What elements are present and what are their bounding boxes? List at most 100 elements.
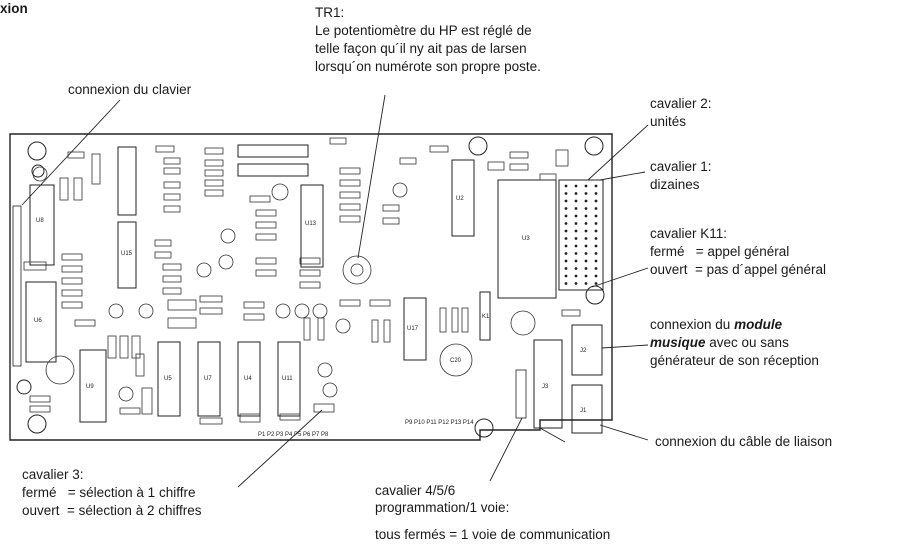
clavier-label: connexion du clavier — [68, 82, 192, 97]
jumper-pin — [594, 259, 598, 263]
leader-cable-1 — [599, 424, 649, 441]
jumper-pin — [564, 274, 568, 278]
label-u11: U11 — [282, 376, 293, 382]
jumper-pin — [574, 184, 578, 188]
tr1-line3: lorsqu´on numérote son propre poste. — [315, 59, 541, 74]
jumper-pin — [564, 192, 568, 195]
cavalier3-ferme: fermé = sélection à 1 chiffre — [22, 485, 196, 500]
leader-cavalier456 — [489, 417, 523, 482]
ic-chips — [25, 144, 603, 434]
k11-ouvert: ouvert = pas d´appel général — [650, 262, 826, 277]
label-p-row2: P9 P10 P11 P12 P13 P14 — [405, 420, 474, 426]
leader-cable-2 — [539, 427, 566, 443]
label-u8: U8 — [36, 218, 44, 224]
module-prefix: connexion du — [650, 317, 735, 332]
jumper-pin — [564, 184, 568, 188]
label-u3: U3 — [522, 236, 530, 242]
label-j3: J3 — [542, 384, 549, 390]
small-components — [23, 137, 581, 425]
jumper-block — [558, 179, 604, 291]
label-u4: U4 — [244, 376, 252, 382]
jumper-pin — [594, 274, 598, 278]
cable-label: connexion du câble de liaison — [655, 434, 833, 449]
leader-k11 — [591, 267, 649, 288]
tr1-line2: telle façon qu´il ny ait pas de larsen — [315, 41, 527, 56]
label-u5: U5 — [164, 376, 172, 382]
label-u6: U6 — [34, 318, 42, 324]
label-u9: U9 — [86, 384, 94, 390]
pcb-outline — [9, 133, 613, 441]
jumper-pin — [594, 267, 598, 270]
cavalier1-title: cavalier 1: — [650, 159, 712, 174]
jumper-pin — [574, 199, 578, 203]
jumper-pin — [564, 214, 568, 218]
jumper-pin — [564, 252, 568, 255]
label-u2: U2 — [456, 196, 464, 202]
jumper-pin — [594, 222, 598, 225]
jumper-pin — [584, 237, 588, 240]
jumper-pin — [584, 207, 588, 210]
jumper-pin — [594, 244, 598, 248]
label-c20: C20 — [450, 358, 462, 364]
board-text: U8 U6 U15 U13 U5 U7 U4 U11 U9 U2 U3 U17 … — [34, 196, 587, 438]
mounting-holes — [16, 136, 605, 438]
leader-clavier — [21, 99, 121, 206]
jumper-pin — [564, 237, 568, 240]
label-u13: U13 — [305, 221, 317, 227]
jumper-pin — [584, 259, 588, 263]
round-components — [32, 166, 536, 402]
leader-cavalier1 — [599, 171, 646, 181]
jumper-pin — [574, 237, 578, 240]
leader-cavalier3 — [237, 409, 323, 488]
label-k1: K1 — [482, 314, 490, 320]
jumper-pin — [594, 229, 598, 233]
cavalier2-value: unités — [650, 114, 687, 129]
jumper-pin — [584, 199, 588, 203]
leader-tr1 — [357, 94, 386, 259]
jumper-pin — [574, 274, 578, 278]
jumper-pin — [584, 229, 588, 233]
tr1-title: TR1: — [315, 5, 345, 20]
cavalier456-line2: programmation/1 voie: — [375, 500, 510, 515]
jumper-pin — [574, 267, 578, 270]
jumper-pin — [564, 199, 568, 203]
module-bold1: module — [734, 317, 783, 332]
jumper-pin — [574, 214, 578, 218]
jumper-pin — [584, 252, 588, 255]
jumper-pin — [584, 184, 588, 188]
jumper-pin — [584, 192, 588, 195]
label-j1: J1 — [580, 408, 587, 414]
label-u7: U7 — [204, 376, 212, 382]
label-u17: U17 — [407, 326, 419, 332]
jumper-pin — [584, 267, 588, 270]
jumper-pin — [574, 229, 578, 233]
jumper-pin — [594, 237, 598, 240]
k11-ferme: fermé = appel général — [650, 244, 790, 259]
jumper-pin — [574, 192, 578, 195]
jumper-pin — [574, 282, 578, 285]
jumper-pin — [584, 282, 588, 285]
module-line3: générateur de son réception — [650, 353, 819, 368]
jumper-pin — [574, 244, 578, 248]
jumper-pin — [564, 259, 568, 263]
jumper-pin — [564, 222, 568, 225]
cavalier2-title: cavalier 2: — [650, 96, 712, 111]
cavalier3-ouvert: ouvert = sélection à 2 chiffres — [22, 503, 202, 518]
k11-title: cavalier K11: — [650, 226, 728, 241]
label-p-row: P1 P2 P3 P4 P5 P6 P7 P8 — [258, 432, 329, 438]
top-left-fragment: xion — [0, 1, 28, 16]
cavalier1-value: dizaines — [650, 177, 700, 192]
module-bold2: musique — [650, 335, 706, 350]
cavalier456-line3: tous fermés = 1 voie de communication — [375, 527, 611, 542]
cavalier456-title: cavalier 4/5/6 — [375, 483, 456, 498]
jumper-pin — [574, 222, 578, 225]
keyboard-connector — [12, 205, 22, 367]
jumper-pin — [564, 207, 568, 210]
jumper-pin — [594, 282, 598, 285]
jumper-pin — [594, 184, 598, 188]
jumper-pin — [584, 214, 588, 218]
cavalier3-title: cavalier 3: — [22, 467, 84, 482]
leader-module — [601, 344, 649, 349]
jumper-pin — [594, 214, 598, 218]
tr1-line1: Le potentiomètre du HP est réglé de — [315, 23, 532, 38]
